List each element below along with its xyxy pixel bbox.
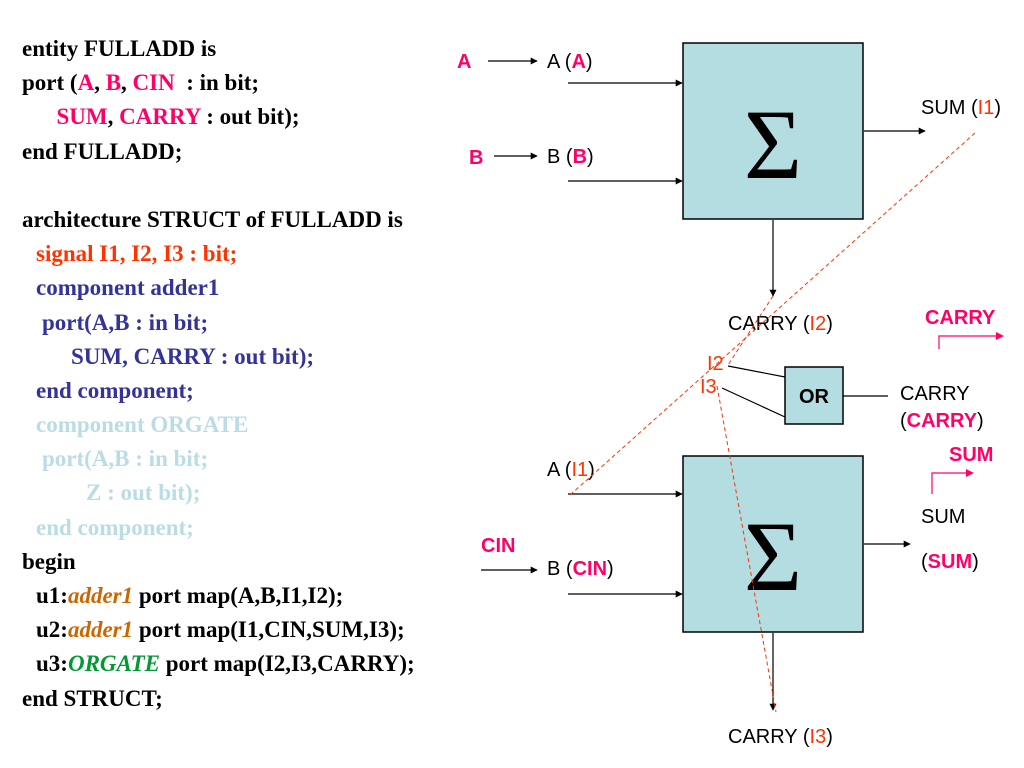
code-line-u2: u2:adder1 port map(I1,CIN,SUM,I3); bbox=[36, 617, 405, 643]
input-b-label: B bbox=[469, 147, 483, 169]
code-line-signal: signal I1, I2, I3 : bit; bbox=[36, 241, 238, 267]
bottom-sigma-symbol: Σ bbox=[744, 501, 802, 612]
input-a-label: A bbox=[457, 51, 471, 73]
or-gate-label: OR bbox=[799, 386, 830, 408]
top-carry-label: CARRY (I2) bbox=[728, 313, 833, 335]
code-line-u1: u1:adder1 port map(A,B,I1,I2); bbox=[36, 583, 344, 608]
or-input-i2-wire bbox=[727, 365, 786, 378]
top-sum-label: SUM (I1) bbox=[921, 97, 1001, 119]
bottom-carry-label: CARRY (I3) bbox=[728, 726, 833, 748]
or-input-i2-label: I2 bbox=[707, 353, 724, 375]
top-sigma-symbol: Σ bbox=[744, 89, 802, 200]
code-line-adder1-outputs: SUM, CARRY : out bit); bbox=[71, 343, 315, 369]
code-line-u3: u3:ORGATE port map(I2,I3,CARRY); bbox=[36, 651, 415, 677]
code-line-orgate-port: port(A,B : in bit; bbox=[42, 446, 209, 472]
bottom-port-b-label: B (CIN) bbox=[547, 558, 614, 580]
top-adder-box bbox=[682, 42, 864, 220]
sum-port-arrow bbox=[931, 472, 966, 494]
code-line-end-architecture: end STRUCT; bbox=[22, 685, 163, 711]
code-line-architecture: architecture STRUCT of FULLADD is bbox=[22, 206, 403, 232]
code-line-end-component-1: end component; bbox=[36, 377, 194, 403]
code-line-component-adder1: component adder1 bbox=[36, 275, 220, 301]
top-port-a-label: A (A) bbox=[547, 51, 593, 73]
bottom-port-a-label: A (I1) bbox=[547, 459, 595, 481]
sum-out-label-line2: (SUM) bbox=[921, 551, 979, 573]
sum-port-arrowhead bbox=[966, 469, 974, 477]
carry-port-arrow bbox=[938, 335, 996, 349]
carry-port-label: CARRY bbox=[925, 307, 996, 329]
sum-port-label: SUM bbox=[949, 444, 993, 466]
code-line-end-entity: end FULLADD; bbox=[22, 138, 183, 164]
input-cin-label: CIN bbox=[481, 535, 515, 557]
sum-out-label-line1: SUM bbox=[921, 506, 965, 528]
i3-dashed-link bbox=[716, 385, 777, 713]
or-input-i3-wire bbox=[721, 387, 786, 418]
code-line-outputs: SUM, CARRY : out bit); bbox=[56, 104, 300, 130]
vhdl-code: entity FULLADD is port (A, B, CIN : in bi… bbox=[22, 32, 415, 716]
carry-out-label-line1: CARRY bbox=[900, 383, 970, 405]
code-line-component-orgate: component ORGATE bbox=[36, 412, 249, 438]
code-line-begin: begin bbox=[22, 548, 76, 574]
code-line-adder1-port: port(A,B : in bit; bbox=[42, 309, 209, 335]
code-line-entity: entity FULLADD is bbox=[22, 36, 217, 61]
code-line-orgate-output: Z : out bit); bbox=[86, 480, 201, 506]
code-line-port: port (A, B, CIN : in bit; bbox=[22, 70, 260, 96]
top-port-b-label: B (B) bbox=[547, 146, 594, 168]
code-line-end-component-2: end component; bbox=[36, 514, 194, 540]
or-input-i3-label: I3 bbox=[700, 376, 717, 398]
carry-out-label-line2: (CARRY) bbox=[900, 410, 984, 432]
carry-port-arrowhead bbox=[996, 332, 1004, 340]
bottom-adder-box bbox=[682, 455, 864, 633]
